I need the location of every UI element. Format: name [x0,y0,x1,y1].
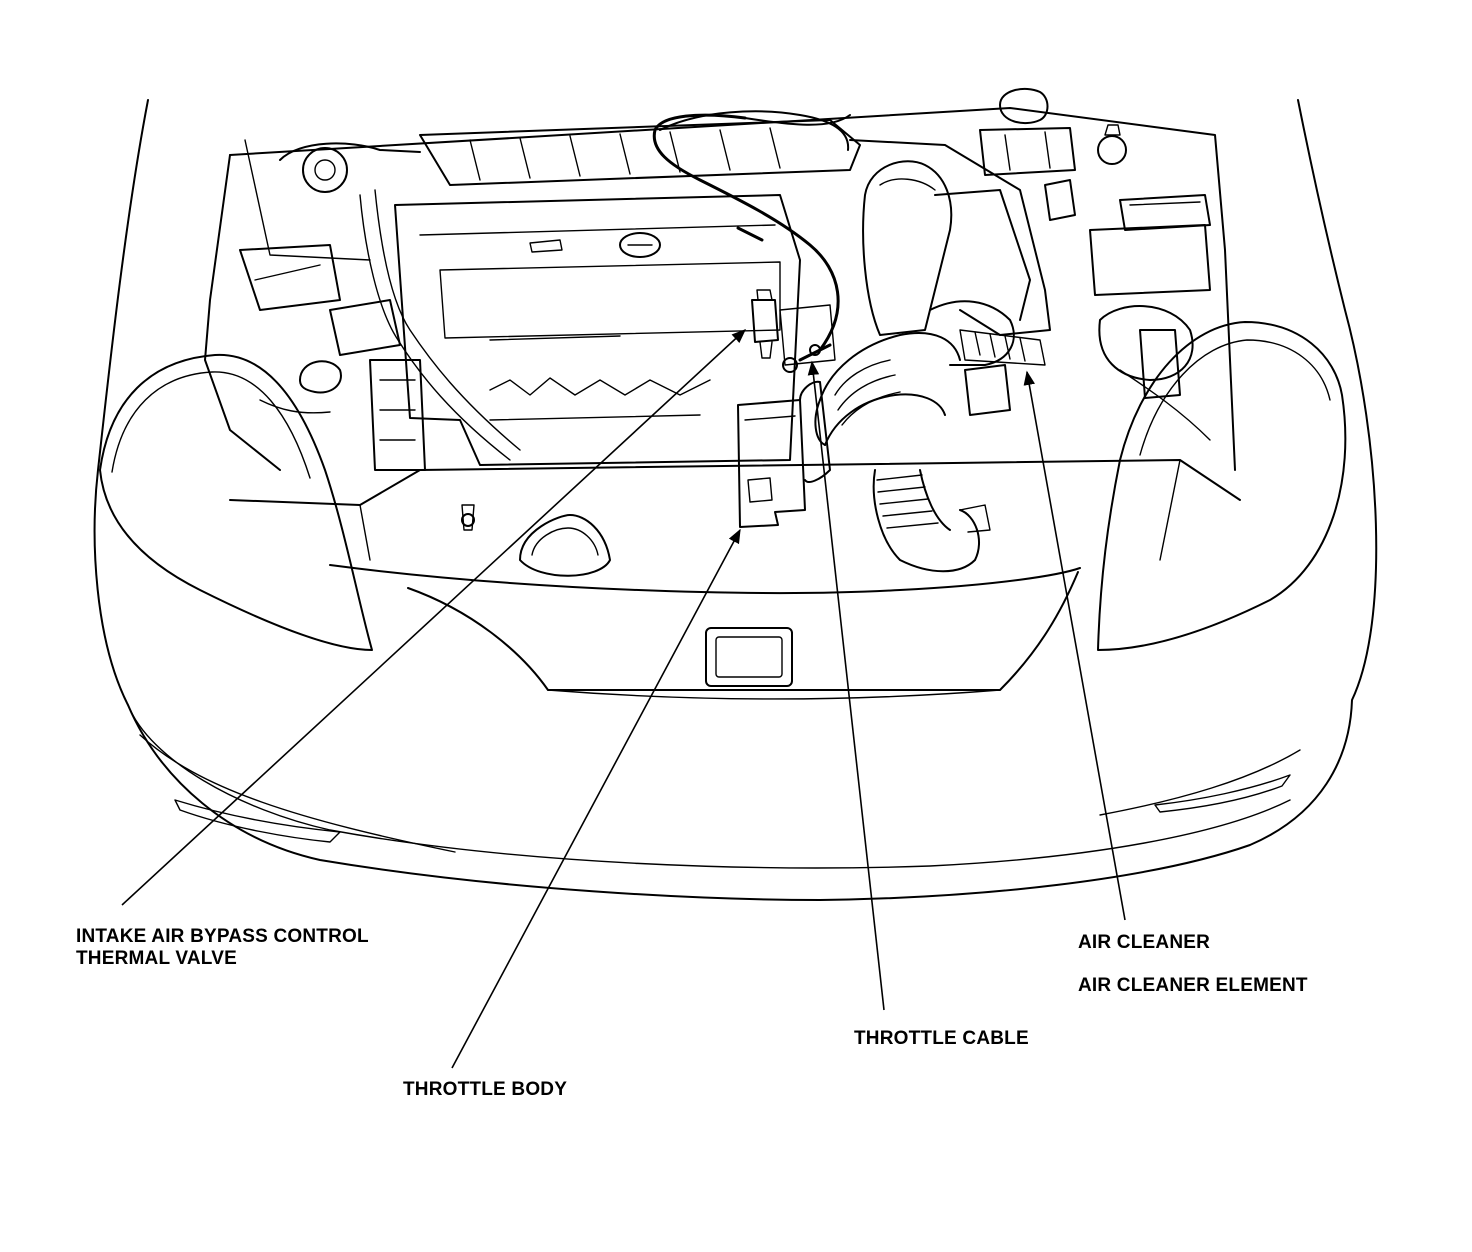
label-air-cleaner: AIR CLEANER [1078,932,1211,953]
right-side-components [979,87,1211,441]
right-headlight [1097,321,1347,651]
car-body-outline [93,99,1378,901]
radiator-support [229,459,1241,577]
engine-compartment-frame [204,107,1236,471]
label-intake-air-bypass-line2: THERMAL VALVE [76,948,237,969]
leader-air-cleaner [1023,370,1126,921]
label-air-cleaner-element: AIR CLEANER ELEMENT [1078,975,1308,996]
front-bumper-grille [329,564,1081,700]
leader-intake-air-bypass [121,329,747,906]
throttle-cable-drawing [652,113,851,373]
label-intake-air-bypass-line1: INTAKE AIR BYPASS CONTROL [76,926,369,947]
engine-block [394,194,801,466]
leader-throttle-body [451,528,741,1069]
intake-air-duct [814,332,991,573]
label-throttle-cable: THROTTLE CABLE [854,1028,1029,1049]
leader-throttle-cable [807,360,885,1011]
intake-manifold [419,110,861,186]
label-throttle-body: THROTTLE BODY [403,1079,568,1100]
left-side-components [239,142,521,471]
air-cleaner-housing [849,139,1051,416]
left-headlight [99,353,373,651]
throttle-body-drawing [737,304,836,528]
thermal-valve-drawing [751,289,779,359]
